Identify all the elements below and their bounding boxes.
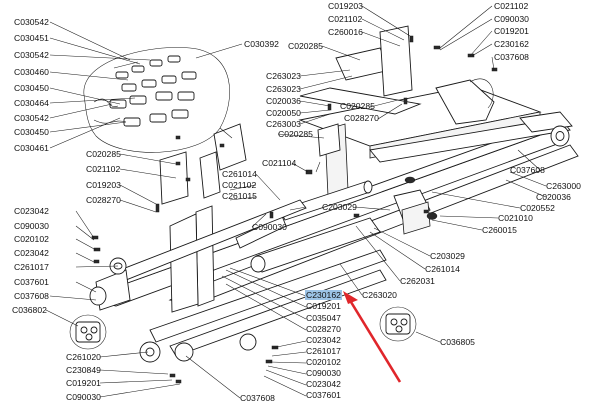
label-c263023: C263023 — [266, 84, 301, 94]
label-c030450: C030450 — [14, 127, 49, 137]
label-c030542: C030542 — [14, 17, 49, 27]
label-c261020: C261020 — [66, 352, 101, 362]
label-c262031: C262031 — [400, 276, 435, 286]
label-c090030: C090030 — [66, 392, 101, 402]
label-c021102: C021102 — [328, 14, 362, 24]
label-c020552: C020552 — [520, 203, 555, 213]
leader-lines — [45, 5, 547, 399]
bushing-callout-left — [69, 314, 107, 350]
label-c035047: C035047 — [306, 313, 341, 323]
label-c030464: C030464 — [14, 98, 49, 108]
label-c090030: C090030 — [494, 14, 529, 24]
label-c037608: C037608 — [14, 291, 49, 301]
label-c019201: C019201 — [66, 378, 101, 388]
pin-kit-callout — [83, 47, 233, 153]
label-c261014: C261014 — [222, 169, 257, 179]
label-c023042: C023042 — [306, 335, 341, 345]
label-c263000: C263000 — [546, 181, 581, 191]
label-c263003: C263003 — [266, 119, 301, 129]
label-c019203: C019203 — [328, 1, 363, 11]
label-c021102: C021102 — [494, 1, 528, 11]
part-labels: C030542 C030451 C030542 C030460 C030450 … — [12, 1, 581, 403]
label-c020285: C020285 — [278, 129, 313, 139]
label-c037608: C037608 — [240, 393, 275, 403]
label-c090030: C090030 — [252, 222, 287, 232]
label-c028270: C028270 — [344, 113, 379, 123]
label-c030542: C030542 — [14, 50, 49, 60]
label-c230162: C230162 — [494, 39, 529, 49]
label-c037601: C037601 — [14, 277, 49, 287]
label-c021102: C021102 — [86, 164, 120, 174]
label-c020285: C020285 — [86, 149, 121, 159]
label-c230162-highlighted: C230162 — [306, 290, 341, 300]
label-c019203: C019203 — [86, 180, 121, 190]
label-c020050: C020050 — [266, 108, 301, 118]
label-c260016: C260016 — [328, 27, 363, 37]
label-c023042: C023042 — [306, 379, 341, 389]
label-c020102: C020102 — [14, 234, 49, 244]
pointer-arrow — [343, 291, 402, 383]
label-c019201: C019201 — [494, 26, 529, 36]
label-c020036: C020036 — [266, 96, 301, 106]
label-c261014: C261014 — [425, 264, 460, 274]
frame-drawing — [89, 25, 579, 363]
bushing-callout-right — [379, 306, 417, 342]
label-c028270: C028270 — [306, 324, 341, 334]
label-c030461: C030461 — [14, 143, 49, 153]
label-c260015: C260015 — [482, 225, 517, 235]
highlight-box — [305, 290, 342, 300]
label-c023042: C023042 — [14, 248, 49, 258]
label-c036805: C036805 — [440, 337, 475, 347]
label-c020285: C020285 — [340, 101, 375, 111]
label-c230849: C230849 — [66, 365, 101, 375]
label-c030451: C030451 — [14, 33, 49, 43]
label-c203029: C203029 — [322, 202, 357, 212]
label-c030460: C030460 — [14, 67, 49, 77]
label-c021102: C021102 — [222, 180, 256, 190]
label-c021010: C021010 — [498, 213, 533, 223]
label-c020102: C020102 — [306, 357, 341, 367]
label-c030392: C030392 — [244, 39, 279, 49]
label-c263020: C263020 — [362, 290, 397, 300]
label-c037608: C037608 — [494, 52, 529, 62]
label-c019201: C019201 — [306, 301, 341, 311]
label-c263023: C263023 — [266, 71, 301, 81]
label-c090030: C090030 — [306, 368, 341, 378]
label-c020285: C020285 — [288, 41, 323, 51]
label-c261017: C261017 — [306, 346, 341, 356]
label-c261015: C261015 — [222, 191, 257, 201]
label-c037601: C037601 — [306, 390, 341, 400]
label-c037608: C037608 — [510, 165, 545, 175]
label-c261017: C261017 — [14, 262, 49, 272]
label-c090030: C090030 — [14, 221, 49, 231]
label-c203029: C203029 — [430, 251, 465, 261]
label-c030542: C030542 — [14, 113, 49, 123]
label-c028270: C028270 — [86, 195, 121, 205]
label-c030450: C030450 — [14, 83, 49, 93]
fasteners — [91, 35, 498, 384]
label-c036802: C036802 — [12, 305, 47, 315]
label-c023042: C023042 — [14, 206, 49, 216]
label-c021104: C021104 — [262, 158, 296, 168]
label-c020036: C020036 — [536, 192, 571, 202]
